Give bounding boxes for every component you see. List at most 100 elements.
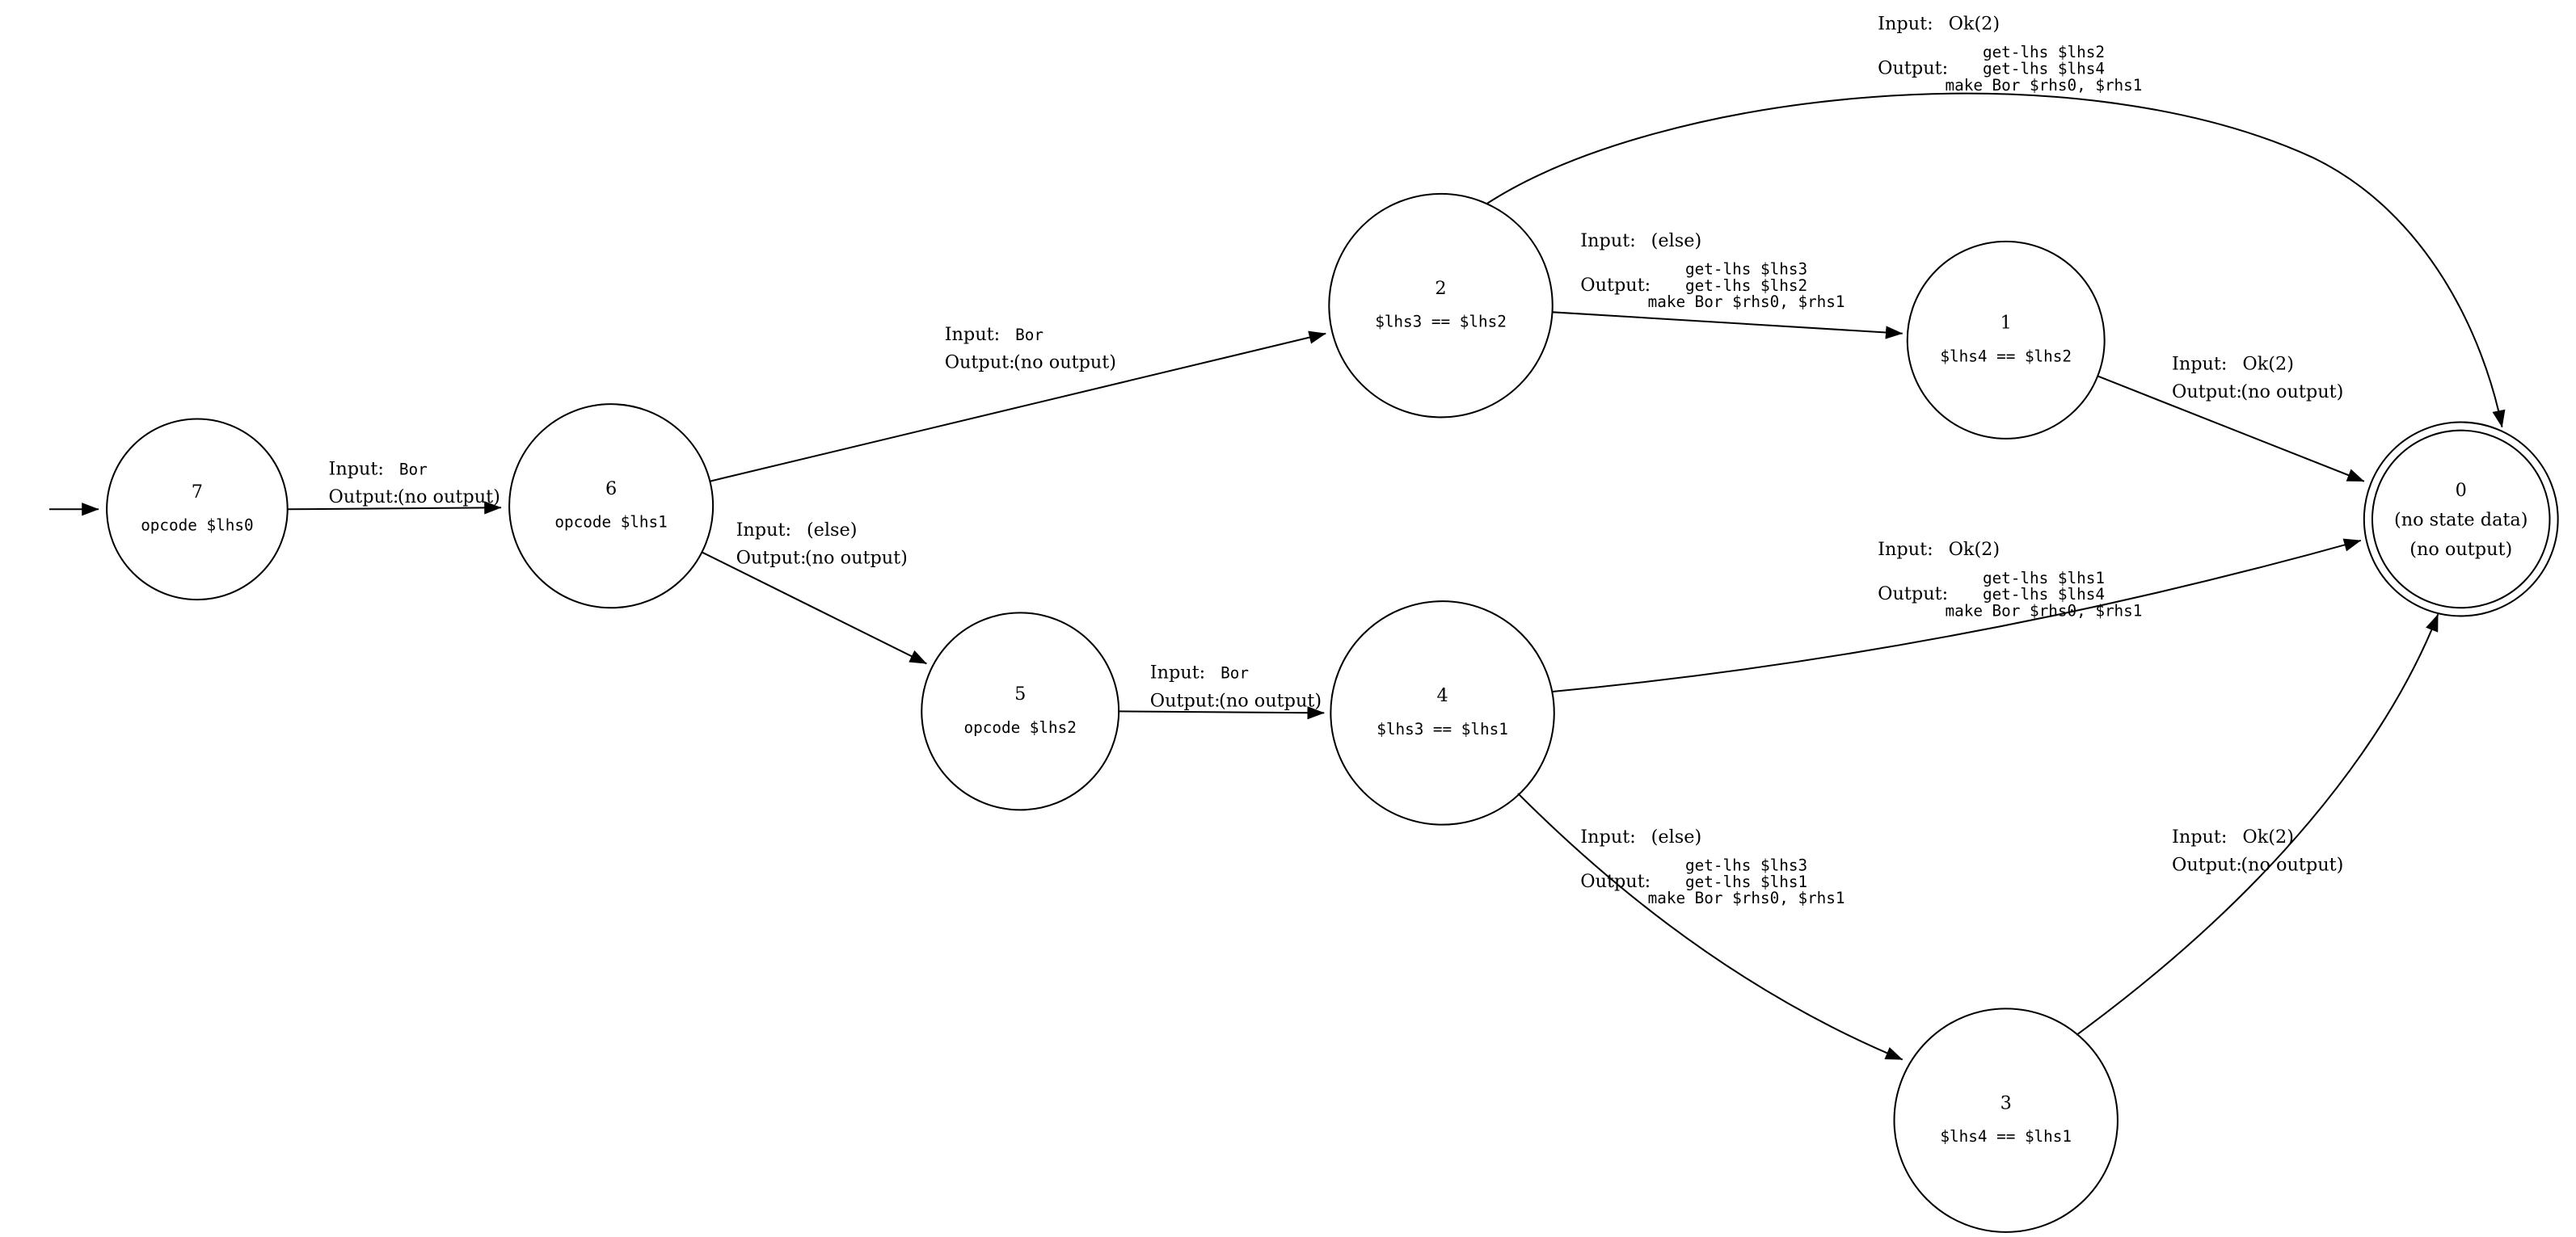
- state-id: 2: [1435, 278, 1446, 299]
- state-circle: [2363, 421, 2559, 617]
- edge-output-value: (no output): [2241, 381, 2343, 402]
- edge-output-line: get-lhs $lhs2: [1685, 276, 1807, 295]
- transition-arrow: [1517, 793, 1904, 1061]
- edge-output-prefix: Output:: [1580, 275, 1651, 296]
- edge-output-prefix: Output:: [736, 547, 807, 568]
- edge-input-prefix: Input:: [1878, 539, 1933, 560]
- state-code: $lhs4 == $lhs1: [1940, 1127, 2072, 1146]
- edge-output-line: make Bor $rhs0, $rhs1: [1945, 601, 2142, 620]
- state-5: 5 opcode $lhs2: [921, 612, 1120, 811]
- edge-input-value: Ok(2): [1949, 539, 2001, 560]
- state-2: 2$lhs3 == $lhs2: [1328, 192, 1554, 419]
- edge-input-value: (else): [807, 520, 858, 541]
- state-code: $lhs3 == $lhs1: [1377, 720, 1508, 738]
- state-circle: [1893, 1008, 2119, 1233]
- edge-output-line: get-lhs $lhs4: [1983, 585, 2105, 604]
- edge-input-prefix: Input:: [736, 520, 791, 541]
- state-1: 1 $lhs4 == $lhs2: [1906, 240, 2106, 440]
- edge-output-line: get-lhs $lhs3: [1685, 856, 1807, 875]
- edge-output-line: make Bor $rhs0, $rhs1: [1945, 76, 2142, 95]
- state-code: opcode $lhs2: [963, 718, 1076, 737]
- edge-4-to-3: Input: (else) Output: get-lhs $lhs3get-lhs …: [1517, 793, 1904, 1061]
- edge-output-prefix: Output:: [1878, 57, 1948, 78]
- edge-input-value: Bor: [1221, 664, 1249, 683]
- edge-6-to-5: Input: (else)Output:(no output): [701, 520, 927, 665]
- state-id: 7: [192, 482, 203, 503]
- edge-input-prefix: Input:: [2172, 353, 2227, 374]
- edge-output-prefix: Output:: [945, 351, 1015, 372]
- state-circle: [1328, 192, 1554, 419]
- transition-arrow: [2097, 375, 2365, 482]
- state-note: (no state data): [2394, 510, 2528, 531]
- state-code: $lhs4 == $lhs2: [1940, 347, 2072, 365]
- edge-input-value: Bor: [399, 461, 428, 479]
- edge-output-prefix: Output:: [2172, 381, 2242, 402]
- edge-input-prefix: Input:: [1580, 827, 1635, 848]
- state-id: 4: [1436, 685, 1448, 706]
- state-id: 0: [2456, 480, 2467, 501]
- edge-2-to-1: Input: (else) Output: get-lhs $lhs3get-lhs …: [1552, 230, 1904, 339]
- edge-output-prefix: Output:: [1150, 690, 1221, 711]
- edge-output-prefix: Output:: [1580, 871, 1651, 892]
- edge-input-prefix: Input:: [945, 324, 1000, 345]
- state-inner-circle: [2371, 429, 2551, 609]
- edge-output-prefix: Output:: [1878, 583, 1948, 604]
- edge-output-value: (no output): [1014, 351, 1116, 372]
- edge-input-value: (else): [1651, 230, 1702, 251]
- state-id: 6: [605, 478, 617, 499]
- state-circle: [921, 612, 1120, 811]
- edge-input-value: (else): [1651, 827, 1702, 848]
- edge-3-to-0: Input: Ok(2)Output:(no output): [2076, 613, 2439, 1036]
- transition-arrow: [1119, 706, 1325, 720]
- edge-output-prefix: Output:: [329, 486, 399, 507]
- state-circle: [508, 403, 715, 609]
- edge-output-line: make Bor $rhs0, $rhs1: [1648, 292, 1845, 311]
- state-id: 3: [2001, 1092, 2012, 1113]
- state-6: 6 opcode $lhs1: [508, 403, 715, 609]
- edge-1-to-0: Input: Ok(2)Output:(no output): [2097, 353, 2365, 482]
- edge-output-line: get-lhs $lhs3: [1685, 260, 1807, 279]
- state-circle: [106, 418, 289, 601]
- state-code: opcode $lhs1: [554, 513, 667, 532]
- state-4: 4 $lhs3 == $lhs1: [1330, 600, 1555, 826]
- transition-arrow: [1486, 92, 2506, 428]
- edge-input-value: Ok(2): [2242, 353, 2294, 374]
- state-code: opcode $lhs0: [141, 516, 253, 535]
- edge-output-line: get-lhs $lhs1: [1983, 569, 2105, 587]
- edge-output-value: (no output): [805, 547, 908, 568]
- edge-input-value: Bor: [1015, 326, 1043, 344]
- edge-input-prefix: Input:: [2172, 827, 2227, 848]
- edge-output-line: get-lhs $lhs1: [1685, 873, 1807, 891]
- edge-input-value: Ok(2): [2242, 827, 2294, 848]
- transition-arrow: [709, 330, 1326, 482]
- edge-output-line: get-lhs $lhs4: [1983, 59, 2105, 78]
- state-id: 5: [1014, 684, 1026, 705]
- transition-arrow: [1552, 311, 1904, 339]
- edge-input-prefix: Input:: [1580, 230, 1635, 251]
- transition-arrow: [2076, 613, 2439, 1036]
- state-id: 1: [2001, 313, 2012, 334]
- edge-output-value: (no output): [398, 486, 500, 507]
- transition-arrow: [701, 551, 927, 665]
- edge-output-value: (no output): [1219, 690, 1322, 711]
- state-circle: [1330, 600, 1555, 826]
- edge-output-line: get-lhs $lhs2: [1983, 43, 2105, 61]
- state-0: 0 (no state data) (no output): [2363, 421, 2559, 617]
- edge-input-prefix: Input:: [329, 459, 384, 480]
- edge-input-prefix: Input:: [1878, 14, 1933, 35]
- state-circle: [1906, 240, 2106, 440]
- edge-input-prefix: Input:: [1150, 663, 1205, 684]
- edge-input-value: Ok(2): [1949, 14, 2001, 35]
- state-note: (no output): [2409, 539, 2512, 560]
- edge-output-prefix: Output:: [2172, 855, 2242, 876]
- edge-output-line: make Bor $rhs0, $rhs1: [1648, 889, 1845, 907]
- edge-output-value: (no output): [2241, 855, 2343, 876]
- state-7: 7 opcode $lhs0: [106, 418, 289, 601]
